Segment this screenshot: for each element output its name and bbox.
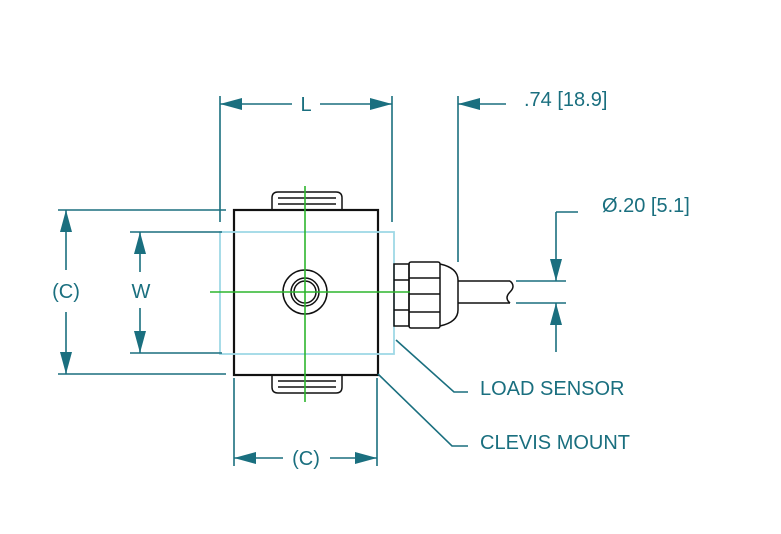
cable: [458, 280, 514, 304]
cable-connector: [393, 261, 459, 329]
center-lines: [210, 186, 410, 402]
callout-clevis-mount: CLEVIS MOUNT: [377, 373, 630, 454]
callout-load-sensor: LOAD SENSOR: [395, 339, 624, 400]
dimension-clevis-height: (C): [52, 209, 226, 375]
width-label: W: [132, 281, 151, 303]
connector-length-label: .74 [18.9]: [524, 89, 607, 111]
load-sensor-label: LOAD SENSOR: [480, 378, 624, 400]
clevis-width-label: (C): [292, 448, 320, 470]
dimension-width: W: [130, 231, 222, 354]
clevis-mount-label: CLEVIS MOUNT: [480, 432, 630, 454]
dimension-connector-length: .74 [18.9]: [457, 89, 607, 262]
cable-diameter-label: Ø.20 [5.1]: [602, 195, 690, 217]
clevis-height-label: (C): [52, 281, 80, 303]
dimension-cable-diameter: Ø.20 [5.1]: [516, 195, 690, 352]
dimension-clevis-width: (C): [233, 378, 378, 470]
dimension-length: L: [219, 94, 393, 222]
length-label: L: [300, 94, 311, 116]
